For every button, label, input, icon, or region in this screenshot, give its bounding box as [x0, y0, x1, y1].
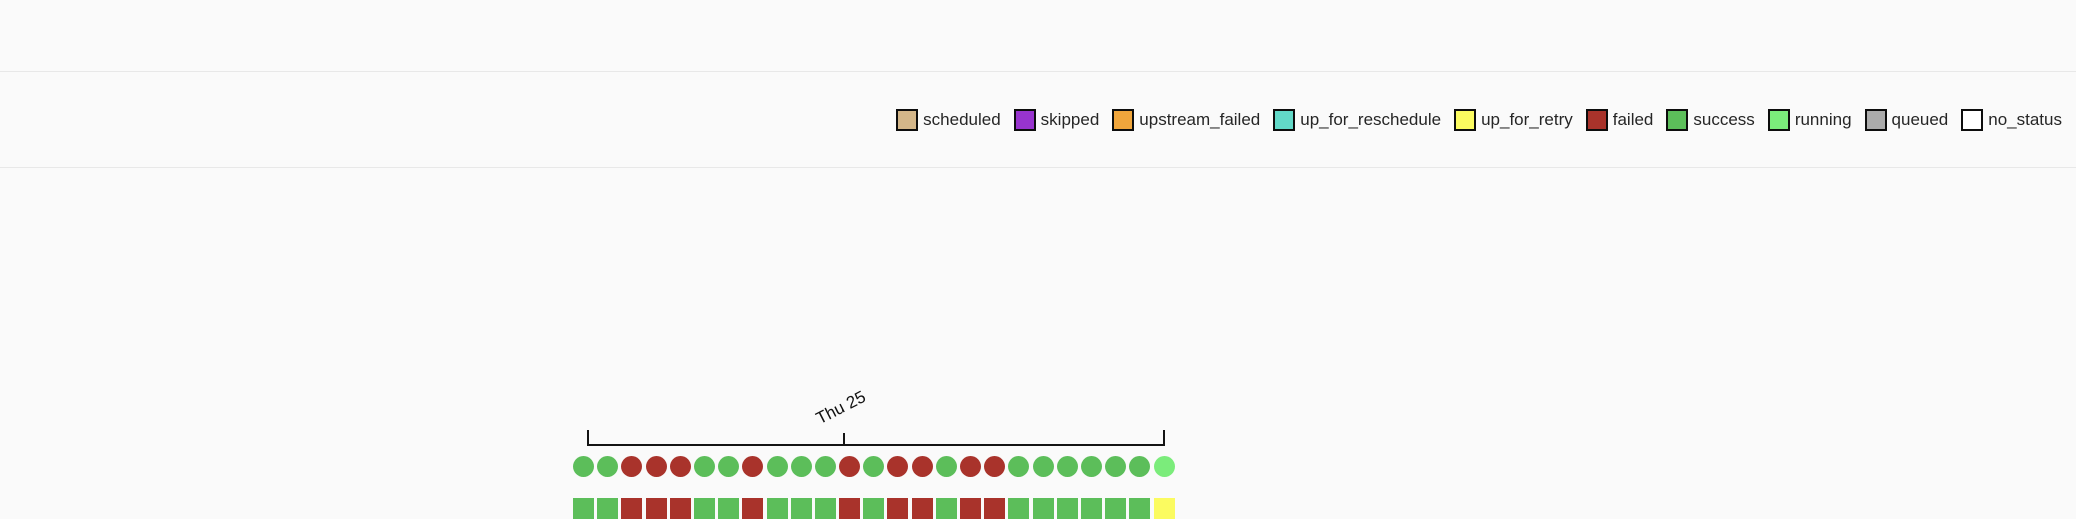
dag-run-17-failed[interactable]: [960, 456, 981, 477]
legend-label-queued: queued: [1891, 109, 1949, 129]
dag-run-25-running[interactable]: [1153, 456, 1175, 477]
dag-run-7-success[interactable]: [718, 456, 740, 477]
legend-item-up_for_reschedule: up_for_reschedule: [1273, 108, 1442, 131]
task-instance-12-failed[interactable]: [839, 498, 861, 519]
dag-run-2-success[interactable]: [597, 456, 619, 477]
dag-run-18-failed[interactable]: [984, 456, 1006, 477]
legend-item-no_status: no_status: [1961, 108, 2062, 131]
dag-run-13-success[interactable]: [863, 456, 885, 477]
axis-tick-end: [1163, 430, 1165, 446]
up_for_retry-color-swatch: [1454, 108, 1477, 131]
scheduled-color-swatch: [896, 108, 919, 131]
legend-item-upstream_failed: upstream_failed: [1112, 108, 1261, 131]
legend-label-up_for_reschedule: up_for_reschedule: [1300, 109, 1442, 129]
task-instance-9-success[interactable]: [766, 498, 788, 519]
failed-color-swatch: [1585, 108, 1608, 131]
task-instance-3-failed[interactable]: [621, 498, 643, 519]
task-instance-13-success[interactable]: [863, 498, 885, 519]
dag-run-12-failed[interactable]: [839, 456, 861, 477]
task-instance-19-success[interactable]: [1008, 498, 1030, 519]
no_status-color-swatch: [1961, 108, 1984, 131]
status-grid-chart: Thu 25: [0, 168, 2076, 519]
dag-run-22-success[interactable]: [1080, 456, 1102, 477]
legend-item-scheduled: scheduled: [896, 108, 1001, 131]
header-band: [0, 0, 2076, 72]
legend-label-success: success: [1693, 109, 1755, 129]
task-instance-17-failed[interactable]: [960, 498, 981, 519]
dag-run-10-success[interactable]: [790, 456, 812, 477]
task-instance-23-success[interactable]: [1105, 498, 1127, 519]
skipped-color-swatch: [1013, 108, 1036, 131]
task-instance-22-success[interactable]: [1080, 498, 1102, 519]
dag-run-5-failed[interactable]: [669, 456, 691, 477]
legend-label-up_for_retry: up_for_retry: [1481, 109, 1573, 129]
dag-run-9-success[interactable]: [766, 456, 788, 477]
task-instance-11-success[interactable]: [814, 498, 836, 519]
task-instance-20-success[interactable]: [1032, 498, 1054, 519]
legend-item-running: running: [1767, 108, 1852, 131]
dag-runs-row: [573, 456, 1175, 477]
dag-run-15-failed[interactable]: [911, 456, 933, 477]
legend-item-skipped: skipped: [1013, 108, 1100, 131]
legend-label-skipped: skipped: [1040, 109, 1100, 129]
task-instance-21-success[interactable]: [1056, 498, 1078, 519]
task-instance-24-success[interactable]: [1129, 498, 1151, 519]
legend-label-running: running: [1794, 109, 1852, 129]
task-instance-8-failed[interactable]: [742, 498, 764, 519]
legend-label-scheduled: scheduled: [923, 109, 1001, 129]
dag-run-20-success[interactable]: [1032, 456, 1054, 477]
legend-item-queued: queued: [1864, 108, 1949, 131]
task-instances-row: [573, 498, 1175, 519]
task-instance-1-success[interactable]: [573, 498, 594, 519]
up_for_reschedule-color-swatch: [1273, 108, 1296, 131]
dag-run-8-failed[interactable]: [742, 456, 764, 477]
time-axis-line: [587, 444, 1165, 446]
legend-label-failed: failed: [1612, 109, 1654, 129]
dag-run-1-success[interactable]: [573, 456, 594, 477]
success-color-swatch: [1666, 108, 1689, 131]
legend-label-upstream_failed: upstream_failed: [1139, 109, 1261, 129]
dag-run-11-success[interactable]: [814, 456, 836, 477]
status-legend: scheduled skipped upstream_failed up_for_re…: [896, 108, 2062, 131]
legend-item-up_for_retry: up_for_retry: [1454, 108, 1573, 131]
task-instance-15-failed[interactable]: [911, 498, 933, 519]
dag-run-3-failed[interactable]: [621, 456, 643, 477]
axis-tick-label: Thu 25: [812, 387, 869, 429]
dag-run-14-failed[interactable]: [887, 456, 909, 477]
dag-run-23-success[interactable]: [1105, 456, 1127, 477]
dag-run-4-failed[interactable]: [645, 456, 667, 477]
task-instance-25-up_for_retry[interactable]: [1153, 498, 1175, 519]
queued-color-swatch: [1864, 108, 1887, 131]
dag-run-6-success[interactable]: [693, 456, 715, 477]
task-instance-18-failed[interactable]: [984, 498, 1006, 519]
status-legend-band: scheduled skipped upstream_failed up_for_re…: [0, 72, 2076, 168]
dag-run-21-success[interactable]: [1056, 456, 1078, 477]
legend-item-success: success: [1666, 108, 1755, 131]
task-instance-7-success[interactable]: [718, 498, 740, 519]
axis-tick-thu-25: [843, 433, 845, 446]
dag-run-19-success[interactable]: [1008, 456, 1030, 477]
axis-tick-start: [587, 430, 589, 446]
task-instance-4-failed[interactable]: [645, 498, 667, 519]
legend-label-no_status: no_status: [1988, 109, 2062, 129]
dag-run-16-success[interactable]: [935, 456, 957, 477]
task-instance-16-success[interactable]: [935, 498, 957, 519]
dag-run-24-success[interactable]: [1129, 456, 1151, 477]
task-instance-2-success[interactable]: [597, 498, 619, 519]
task-instance-6-success[interactable]: [693, 498, 715, 519]
running-color-swatch: [1767, 108, 1790, 131]
task-instance-5-failed[interactable]: [669, 498, 691, 519]
legend-item-failed: failed: [1585, 108, 1654, 131]
upstream_failed-color-swatch: [1112, 108, 1135, 131]
task-instance-10-success[interactable]: [790, 498, 812, 519]
task-instance-14-failed[interactable]: [887, 498, 909, 519]
